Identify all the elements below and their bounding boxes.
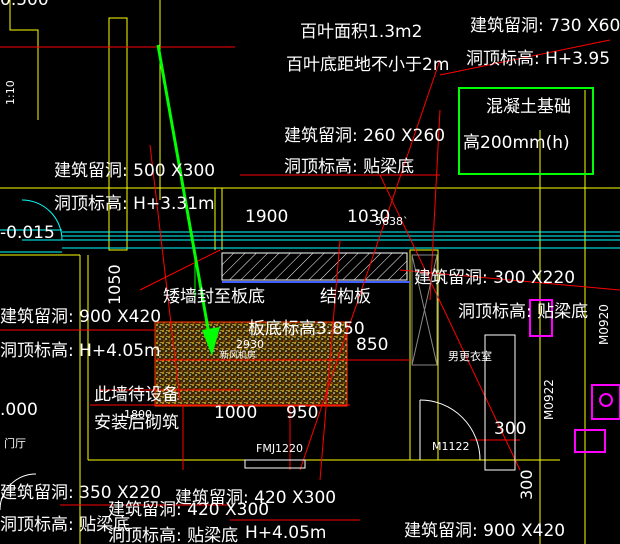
label-reserve-420-a: 建筑留洞: 420 X300 bbox=[175, 488, 336, 508]
dim-1900: 1900 bbox=[245, 207, 288, 227]
slab-hatch bbox=[221, 252, 408, 281]
label-reserve-350: 建筑留洞: 350 X220 bbox=[0, 483, 161, 503]
dim-950: 950 bbox=[286, 403, 318, 423]
dim-1000: 1000 bbox=[214, 403, 257, 423]
label-wall-to-slab: 矮墙封至板底 bbox=[163, 287, 265, 307]
label-reserve-900-bottom: 建筑留洞: 900 X420 bbox=[404, 521, 565, 541]
label-louver-height: 百叶底距地不小于2m bbox=[286, 55, 449, 75]
label-reserve-900-left: 建筑留洞: 900 X420 bbox=[0, 307, 161, 327]
label-concrete-2: 高200mm(h) bbox=[463, 133, 570, 153]
label-elev-405: 洞顶标高: H+4.05m bbox=[0, 341, 161, 361]
label-m0922: M0922 bbox=[542, 379, 556, 420]
toilet-icon bbox=[529, 299, 620, 453]
dim-850: 850 bbox=[356, 335, 388, 355]
label-reserve-260: 建筑留洞: 260 X260 bbox=[284, 126, 445, 146]
label-elev-395: 洞顶标高: H+3.95 bbox=[466, 49, 610, 69]
label-reserve-500: 建筑留洞: 500 X300 bbox=[54, 161, 215, 181]
label-elev-beam-1: 洞顶标高: 贴梁底 bbox=[284, 157, 414, 177]
label-neg-015: -0.015 bbox=[0, 223, 55, 243]
label-small: 新风机房 bbox=[220, 349, 256, 361]
label-note-wall-1: 此墙待设备 bbox=[94, 385, 179, 405]
dim-300: 300 bbox=[494, 419, 526, 439]
label-reserve-300-220: 建筑留洞: 300 X220 bbox=[414, 268, 575, 288]
dim-1030: 1030 bbox=[347, 207, 390, 227]
label-concrete-1: 混凝土基础 bbox=[486, 97, 571, 117]
label-reserve-730: 建筑留洞: 730 X60 bbox=[470, 16, 620, 36]
label-top-left: 0.500 bbox=[0, 0, 49, 10]
label-structure-slab: 结构板 bbox=[320, 287, 371, 307]
door-swing-icon bbox=[0, 334, 516, 511]
dim-1050: 1050 bbox=[105, 264, 124, 305]
equipment-area bbox=[154, 321, 348, 407]
label-elev-beam-4: 洞顶标高: 贴梁底 bbox=[108, 526, 238, 544]
label-elev-331: 洞顶标高: H+3.31m bbox=[54, 194, 215, 214]
label-m1122: M1122 bbox=[432, 440, 470, 453]
label-slab-bottom: 板底标高3.850 bbox=[248, 319, 365, 339]
cyan-lines bbox=[0, 199, 620, 253]
label-code-5638: 5638` bbox=[375, 215, 409, 228]
label-fmj: FMJ1220 bbox=[256, 442, 303, 455]
label-note-wall-2: 安装后砌筑 bbox=[94, 413, 179, 433]
dim-300-v: 300 bbox=[517, 469, 536, 500]
label-male-locker: 男更衣室 bbox=[448, 349, 492, 363]
label-reserve-420-b: 建筑留洞: 420 X300 bbox=[108, 500, 269, 520]
dim-2930: 2930 bbox=[236, 338, 264, 351]
leader-lines bbox=[0, 39, 620, 521]
label-elev-000: .000 bbox=[0, 400, 38, 420]
label-hall: 门厅 bbox=[4, 436, 26, 450]
label-elev-beam-3: 洞顶标高: 贴梁底 bbox=[0, 515, 130, 535]
dim-1800: 1800 bbox=[124, 408, 152, 421]
label-m0920: M0920 bbox=[597, 304, 611, 345]
concrete-base-box bbox=[458, 87, 594, 175]
label-elev-beam-2: 洞顶标高: 贴梁底 bbox=[458, 302, 588, 322]
label-elev-405-b: H+4.05m bbox=[245, 523, 326, 543]
arrow-icon bbox=[156, 44, 220, 356]
label-louver-area: 百叶面积1.3m2 bbox=[300, 22, 422, 42]
label-scale: 1:10 bbox=[4, 80, 17, 105]
